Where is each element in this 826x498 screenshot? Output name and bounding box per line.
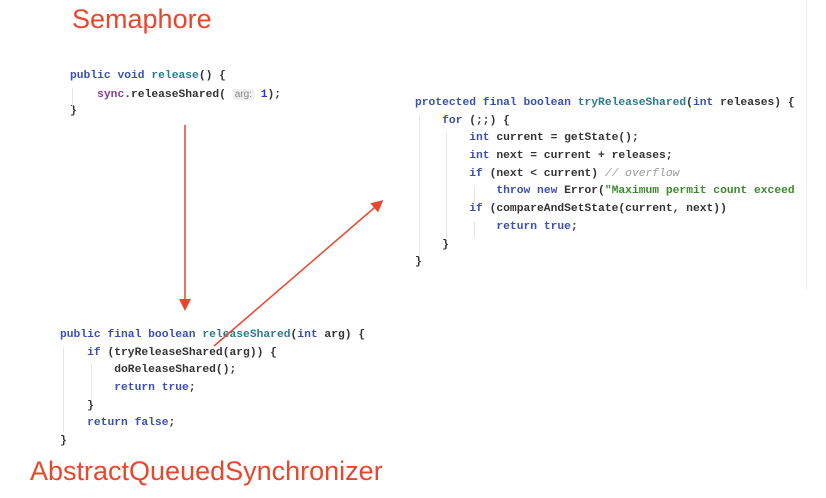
code-token: release bbox=[151, 70, 199, 82]
code-line: return true; bbox=[415, 219, 795, 237]
code-line: } bbox=[60, 398, 365, 416]
code-token: return false bbox=[87, 417, 169, 430]
code-line: } bbox=[60, 433, 365, 451]
code-token: } bbox=[70, 105, 77, 118]
code-line: if (next < current) // overflow bbox=[415, 166, 795, 184]
code-token: // overflow bbox=[604, 167, 680, 180]
code-line: int next = current + releases; bbox=[415, 148, 795, 166]
code-token: next = current + releases; bbox=[489, 150, 673, 163]
code-token: if bbox=[87, 346, 101, 359]
code-token: ); bbox=[267, 88, 282, 101]
code-token: return true bbox=[114, 382, 189, 395]
code-token: public void bbox=[70, 70, 152, 82]
code-line: protected final boolean tryReleaseShared… bbox=[415, 95, 795, 113]
code-token: } bbox=[415, 238, 449, 251]
release-method-code: public void release() { sync.releaseShar… bbox=[70, 68, 281, 121]
indent-guide bbox=[419, 115, 420, 255]
parameter-hint: arg: bbox=[232, 88, 254, 100]
code-token: (compareAndSetState(current, next)) bbox=[482, 203, 727, 216]
indent-guide bbox=[72, 88, 73, 106]
code-line: if (tryReleaseShared(arg)) { bbox=[60, 345, 365, 363]
code-line: doReleaseShared(); bbox=[60, 362, 365, 380]
indent-guide bbox=[63, 347, 64, 432]
code-token: sync bbox=[97, 88, 125, 101]
aqs-title: AbstractQueuedSynchronizer bbox=[30, 456, 383, 486]
code-token: arg) { bbox=[317, 329, 366, 341]
code-token: int bbox=[297, 329, 318, 341]
code-line: } bbox=[415, 237, 795, 255]
code-token: public final boolean bbox=[60, 329, 203, 341]
code-token: return true bbox=[496, 220, 571, 233]
code-token: int bbox=[469, 132, 490, 145]
code-token: (tryReleaseShared(arg)) { bbox=[100, 346, 277, 359]
code-token: tryReleaseShared bbox=[577, 97, 687, 109]
code-token: int bbox=[469, 150, 490, 163]
code-line: throw new Error("Maximum permit count ex… bbox=[415, 183, 795, 201]
code-token: ( bbox=[686, 97, 693, 109]
indent-guide bbox=[91, 364, 92, 399]
code-line: if (compareAndSetState(current, next)) bbox=[415, 201, 795, 219]
code-token: ; bbox=[570, 220, 578, 233]
arrow-release-shared-to-try-release-shared bbox=[213, 200, 384, 347]
code-token: "Maximum permit count exceed bbox=[604, 185, 795, 198]
code-line: return false; bbox=[60, 415, 365, 433]
code-line: public void release() { bbox=[70, 68, 281, 86]
code-token: ( bbox=[290, 329, 298, 341]
code-line: } bbox=[70, 103, 281, 121]
code-token: int bbox=[692, 97, 714, 109]
indent-guide bbox=[446, 133, 447, 238]
code-token: 1 bbox=[260, 88, 268, 101]
code-token: } bbox=[60, 399, 94, 412]
code-token: protected final boolean bbox=[415, 97, 578, 109]
code-token: .releaseShared( bbox=[124, 88, 233, 101]
code-line: } bbox=[415, 254, 795, 272]
code-token: ; bbox=[168, 417, 176, 430]
code-token: } bbox=[60, 435, 67, 448]
code-line: sync.releaseShared( arg: 1); bbox=[70, 86, 281, 104]
try-release-shared-code: protected final boolean tryReleaseShared… bbox=[415, 95, 795, 272]
code-token: current = getState(); bbox=[489, 132, 639, 145]
code-token: () { bbox=[198, 70, 226, 82]
code-token: for bbox=[442, 114, 463, 127]
code-token: (;;) { bbox=[462, 114, 510, 127]
code-token: (next < current) bbox=[482, 167, 605, 180]
code-panel-edge bbox=[806, 0, 807, 290]
code-token: throw new bbox=[496, 185, 565, 198]
code-line: return true; bbox=[60, 380, 365, 398]
semaphore-title: Semaphore bbox=[72, 4, 212, 34]
code-token: if bbox=[469, 167, 483, 180]
indent-guide bbox=[474, 221, 475, 237]
code-token: ; bbox=[188, 382, 196, 395]
code-line: int current = getState(); bbox=[415, 130, 795, 148]
code-line: for (;;) { bbox=[415, 113, 795, 131]
indent-guide bbox=[474, 186, 475, 202]
release-shared-code: public final boolean releaseShared(int a… bbox=[60, 327, 365, 451]
code-token: Error( bbox=[564, 185, 605, 198]
code-token: } bbox=[415, 256, 422, 269]
code-token: doReleaseShared(); bbox=[60, 364, 237, 377]
code-token: releases) { bbox=[713, 97, 795, 109]
code-token: if bbox=[469, 203, 483, 216]
